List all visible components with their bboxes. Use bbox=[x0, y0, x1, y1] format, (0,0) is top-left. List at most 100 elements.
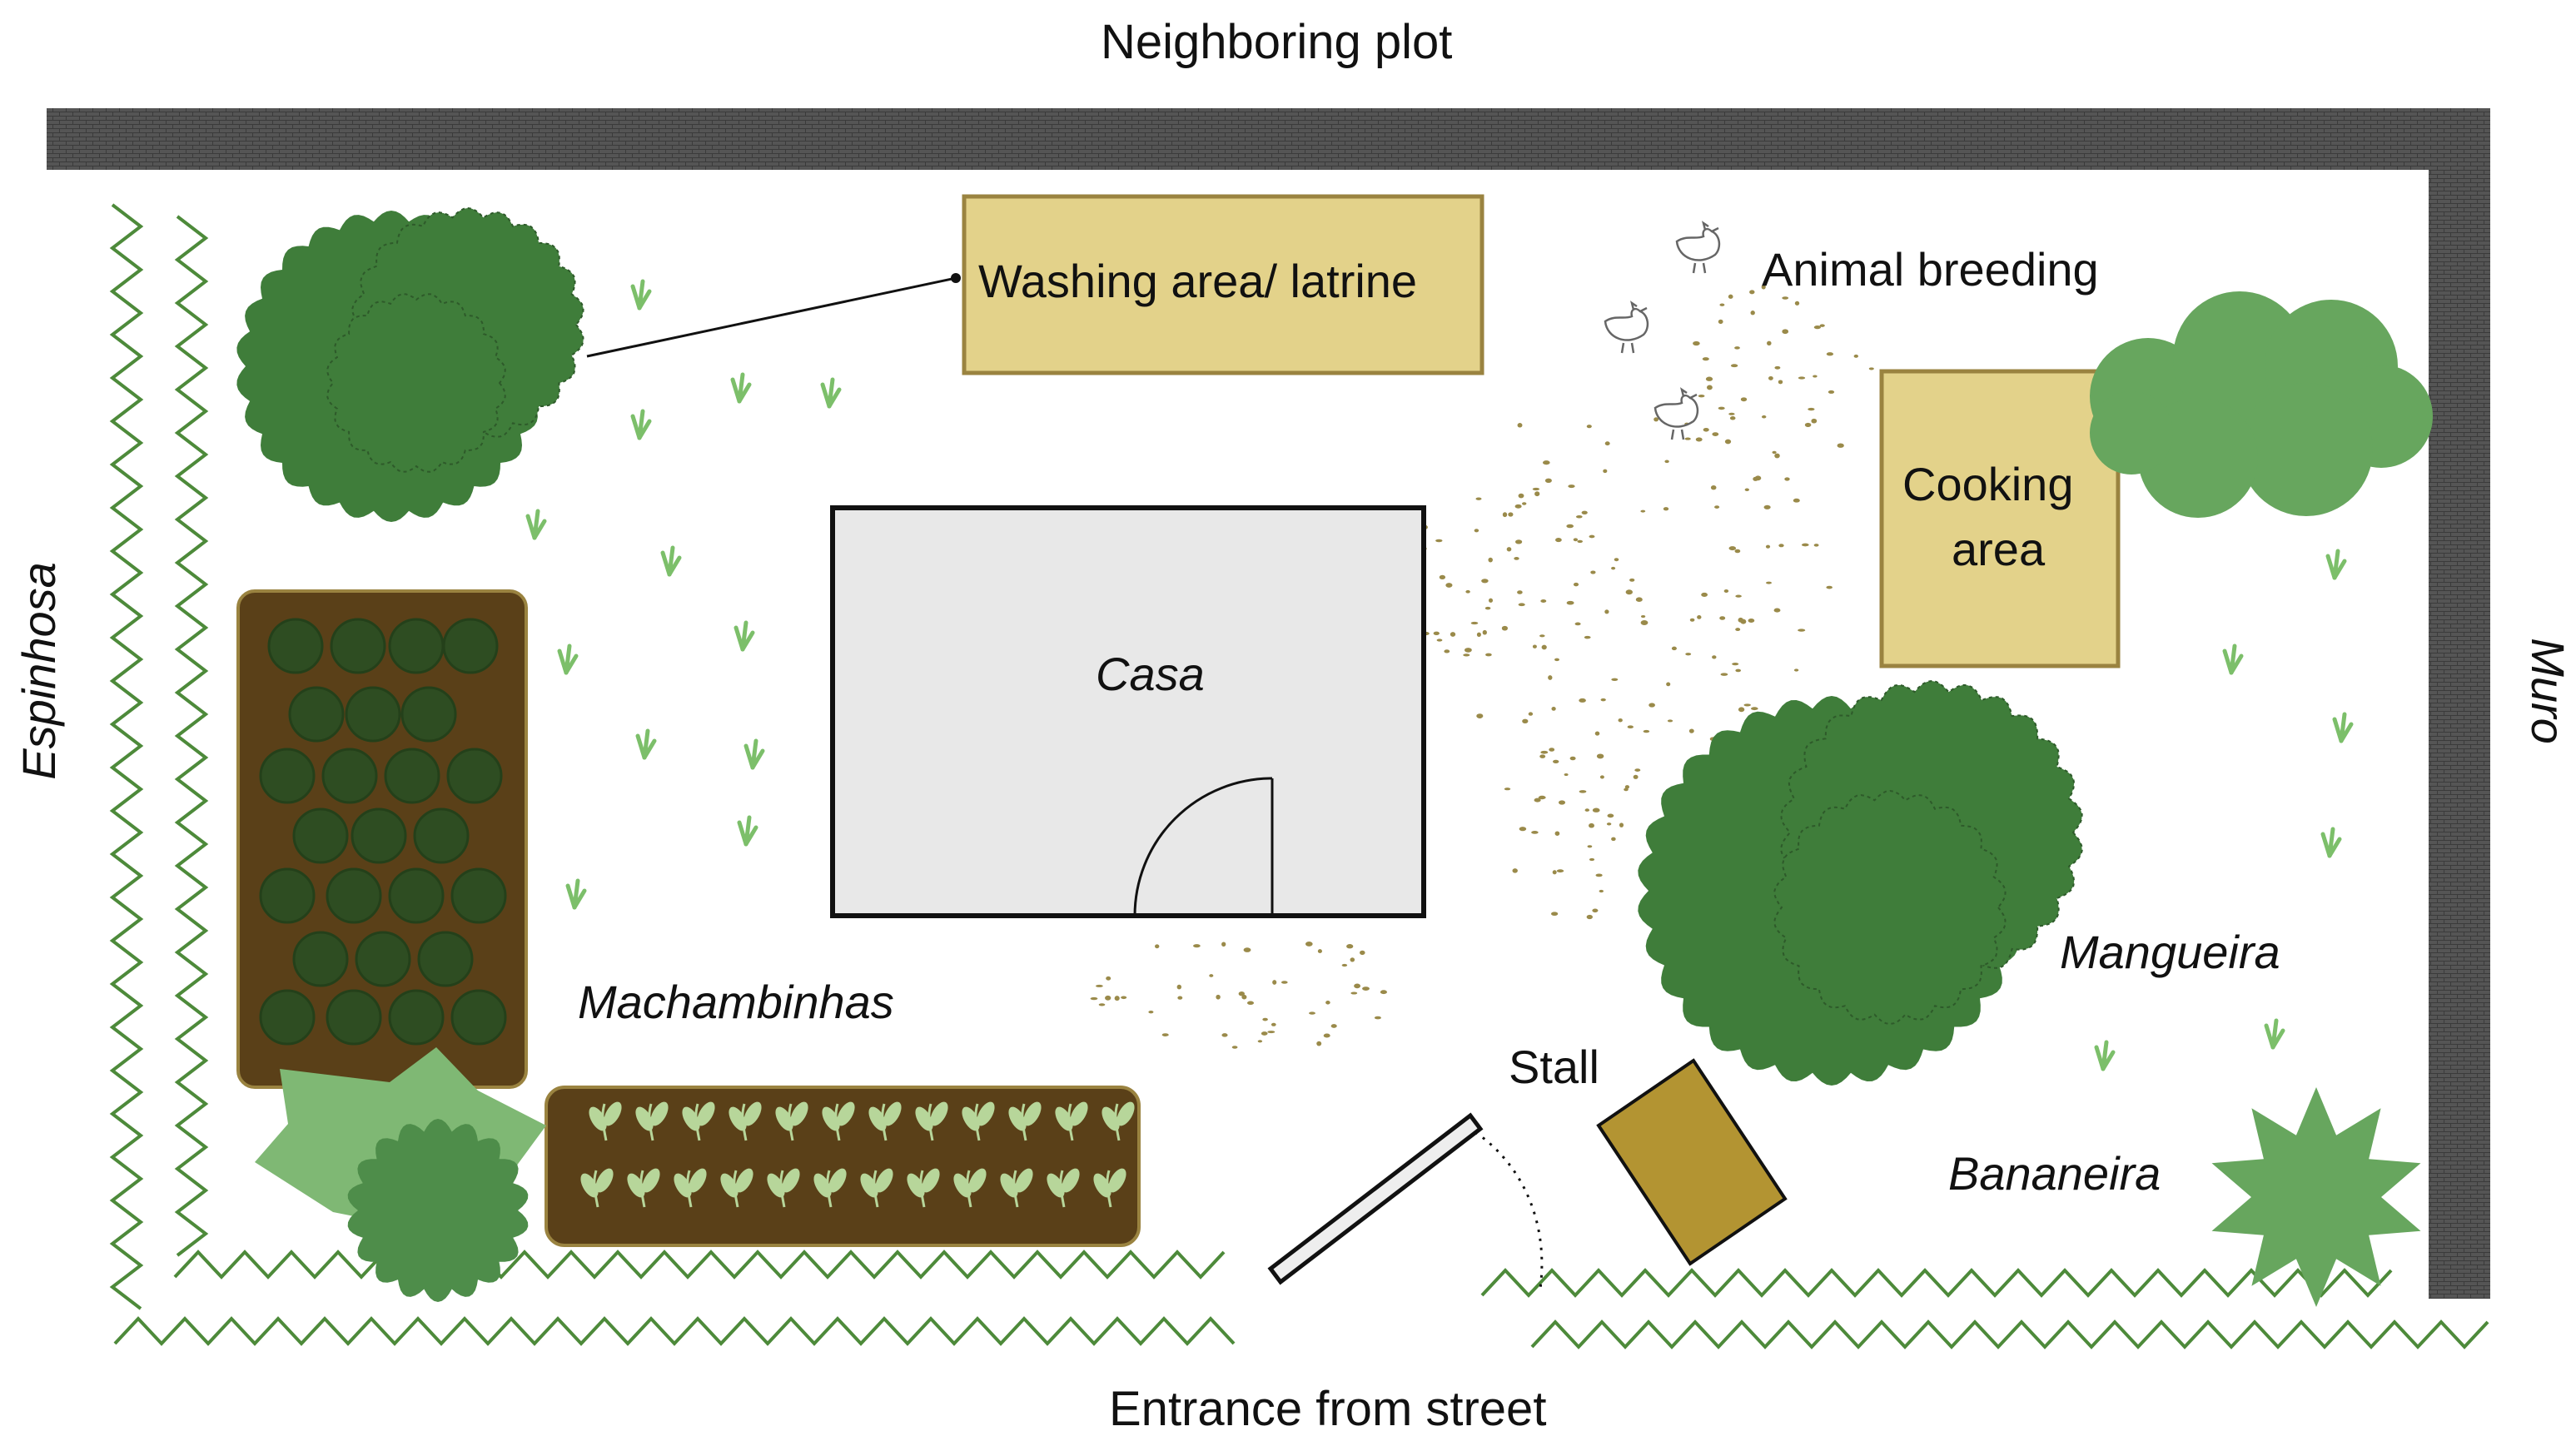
cabbage-plant bbox=[450, 989, 507, 1046]
seedling-plant bbox=[1008, 1101, 1042, 1141]
cabbage-plant bbox=[450, 867, 507, 924]
cabbage-plant bbox=[259, 867, 316, 924]
door-swing-icon bbox=[1133, 777, 1274, 917]
pointer-dot bbox=[951, 273, 961, 283]
seedling-plant bbox=[589, 1101, 622, 1141]
cooking-area bbox=[1879, 369, 2121, 668]
label-bananeira: Bananeira bbox=[1948, 1147, 2161, 1200]
cabbage-plant bbox=[388, 618, 445, 674]
hedge-segment bbox=[1530, 1319, 2489, 1349]
cabbage-plant bbox=[292, 807, 349, 864]
label-casa: Casa bbox=[1096, 648, 1205, 700]
grass-tuft-icon bbox=[660, 545, 682, 577]
seedling-plant bbox=[635, 1101, 669, 1141]
grass-tuft-icon bbox=[730, 372, 752, 404]
grass-tuft-icon bbox=[557, 644, 579, 675]
grass-tuft-icon bbox=[2325, 549, 2347, 580]
seedling-plant bbox=[868, 1101, 902, 1141]
bush-cooking-area bbox=[2090, 291, 2433, 518]
thorny-hedge bbox=[109, 203, 2489, 1349]
tree-mangueira-inner bbox=[1773, 789, 2007, 1026]
grass-tuft-icon bbox=[2222, 644, 2244, 675]
grass-tuft-icon bbox=[737, 815, 758, 847]
cabbage-plant bbox=[351, 807, 407, 864]
chicken-icon bbox=[1675, 221, 1721, 274]
seedling-plant bbox=[1000, 1168, 1033, 1208]
cabbage-plant bbox=[388, 867, 445, 924]
washing-area bbox=[962, 194, 1484, 375]
seedling-plant bbox=[822, 1101, 855, 1141]
seedling-plant bbox=[775, 1101, 808, 1141]
grass-tuft-icon bbox=[630, 409, 652, 440]
label-neighboring-plot: Neighboring plot bbox=[1101, 15, 1453, 69]
hedge-segment bbox=[173, 1250, 1226, 1280]
seedling-plant bbox=[860, 1168, 893, 1208]
cabbage-plant bbox=[400, 686, 457, 743]
grass-tuft-icon bbox=[630, 279, 652, 311]
seedling-plant bbox=[729, 1101, 762, 1141]
gate-icon[interactable] bbox=[1267, 1112, 1544, 1290]
trees bbox=[236, 206, 2433, 1307]
label-machambinhas: Machambinhas bbox=[578, 976, 894, 1028]
cabbage-plant bbox=[259, 748, 316, 804]
label-cooking-area-line2: area bbox=[1952, 523, 2046, 575]
cabbage-plant bbox=[292, 931, 349, 987]
cabbage-plant bbox=[388, 989, 445, 1046]
cabbage-plant bbox=[267, 618, 324, 674]
grass-tuft-icon bbox=[2264, 1018, 2285, 1050]
seedling-plant bbox=[915, 1101, 948, 1141]
chicken-icon bbox=[1654, 387, 1699, 440]
hedge-segment bbox=[1480, 1268, 2393, 1298]
seedling-plant bbox=[813, 1168, 847, 1208]
seedling-plants bbox=[580, 1101, 1135, 1208]
cabbage-plant bbox=[417, 931, 474, 987]
label-stall: Stall bbox=[1509, 1041, 1599, 1093]
seedling-plant bbox=[720, 1168, 753, 1208]
seedling-plant bbox=[674, 1168, 707, 1208]
cabbage-plants bbox=[259, 618, 507, 1046]
cabbage-plant bbox=[355, 931, 411, 987]
top-wall bbox=[47, 108, 2490, 170]
right-wall bbox=[2429, 108, 2490, 1299]
seedling-plant bbox=[907, 1168, 940, 1208]
hedge-segment bbox=[109, 203, 144, 1310]
seedling-plant bbox=[627, 1168, 660, 1208]
cabbage-plant bbox=[446, 748, 503, 804]
grass-tuft-icon bbox=[565, 878, 587, 910]
grass-tufts bbox=[525, 279, 2354, 1071]
cabbage-plant bbox=[384, 748, 440, 804]
cabbage-plant bbox=[345, 686, 401, 743]
cabbage-plant bbox=[326, 867, 382, 924]
seedling-plant bbox=[1093, 1168, 1126, 1208]
label-washing-area: Washing area/ latrine bbox=[978, 255, 1418, 307]
cabbage-plant bbox=[442, 618, 499, 674]
tree-bananeira bbox=[2211, 1087, 2421, 1307]
grass-tuft-icon bbox=[2094, 1040, 2116, 1071]
chicken-icon bbox=[1604, 301, 1649, 354]
cabbage-plant bbox=[326, 989, 382, 1046]
wall bbox=[47, 108, 2490, 1299]
label-entrance-from-street: Entrance from street bbox=[1109, 1382, 1547, 1436]
grass-tuft-icon bbox=[2320, 827, 2342, 858]
label-animal-breeding: Animal breeding bbox=[1762, 243, 2099, 296]
cabbage-plant bbox=[321, 748, 378, 804]
label-cooking-area-line1: Cooking bbox=[1902, 458, 2074, 510]
pointer-line bbox=[586, 276, 957, 358]
grass-tuft-icon bbox=[2332, 712, 2354, 743]
seedling-plant bbox=[1047, 1168, 1080, 1208]
grass-tuft-icon bbox=[525, 509, 547, 540]
seedling-plant bbox=[1055, 1101, 1088, 1141]
seedling-plant bbox=[962, 1101, 995, 1141]
cabbage-plant bbox=[413, 807, 470, 864]
label-muro: Muro bbox=[2522, 638, 2574, 744]
grass-tuft-icon bbox=[635, 728, 657, 760]
grass-tuft-icon bbox=[820, 377, 842, 409]
seedling-plant bbox=[682, 1101, 715, 1141]
hedge-segment bbox=[174, 215, 209, 1257]
label-espinhosa: Espinhosa bbox=[12, 562, 65, 780]
house bbox=[830, 505, 1426, 918]
seedling-plant bbox=[953, 1168, 987, 1208]
stall bbox=[1596, 1058, 1788, 1266]
seedling-plant bbox=[1102, 1101, 1135, 1141]
